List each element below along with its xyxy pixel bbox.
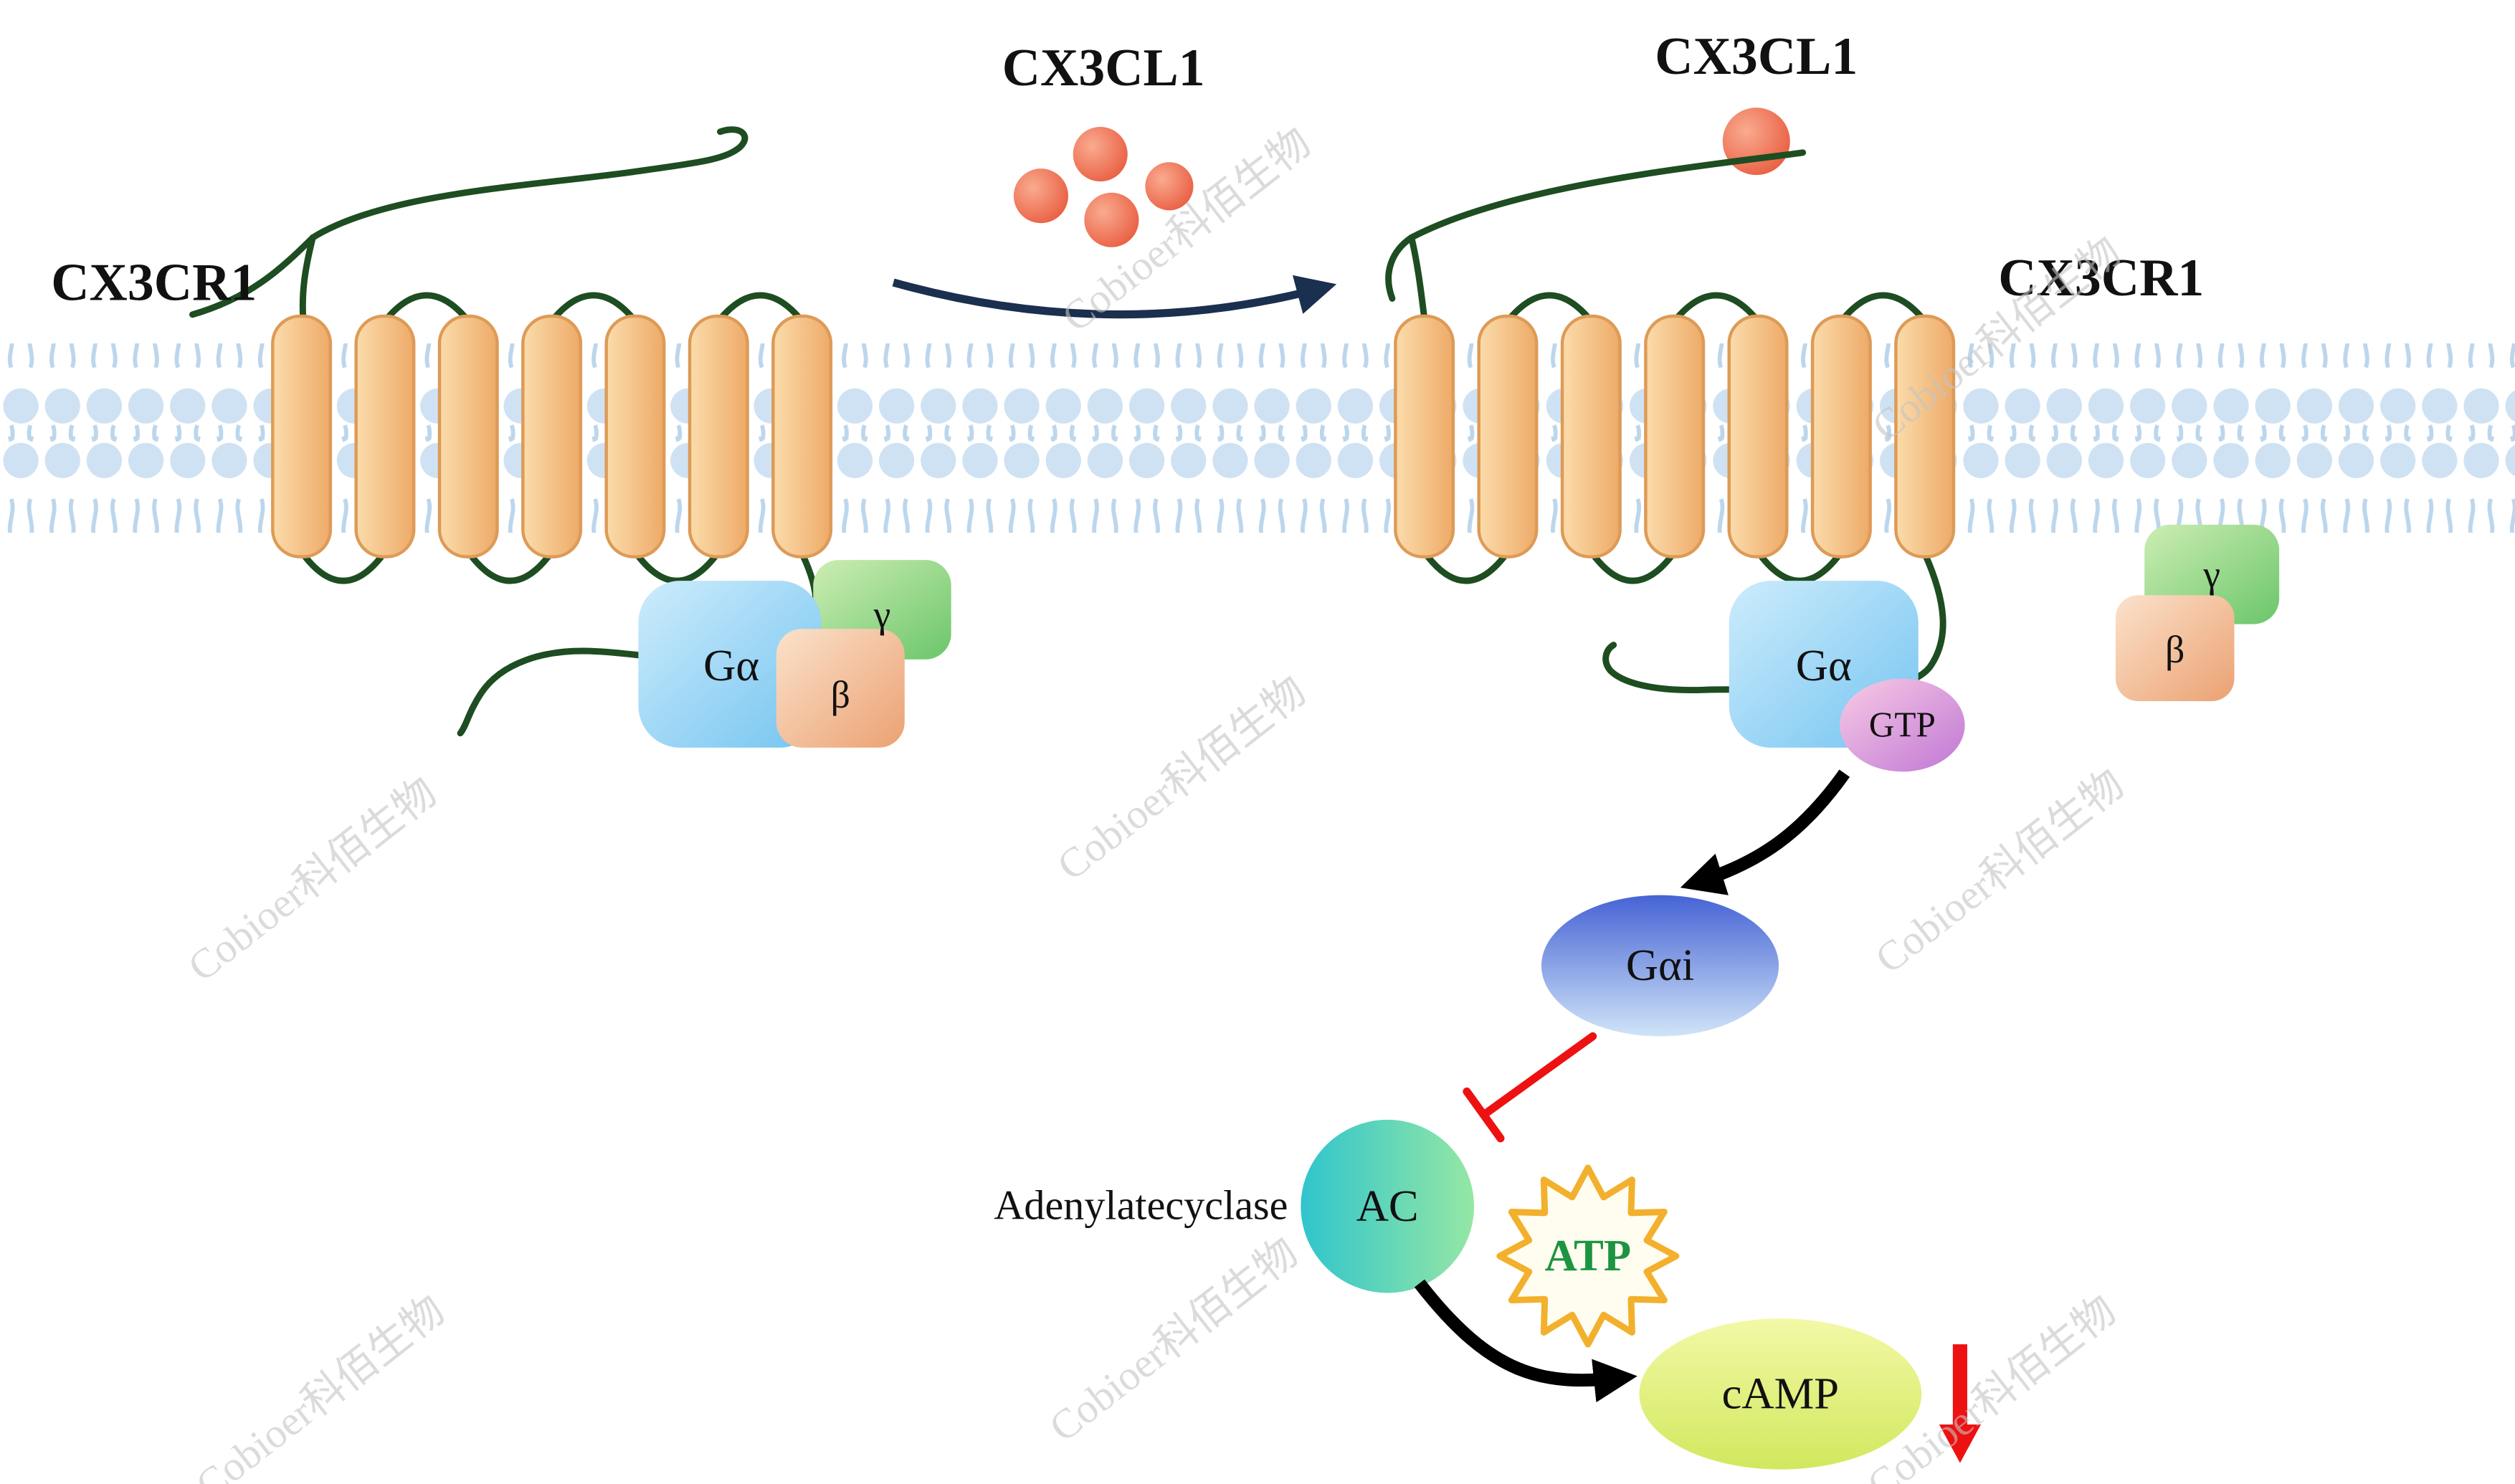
inhibition-bar — [1463, 1087, 1505, 1143]
bound-ligand-ball — [1722, 108, 1790, 176]
receptor-right-label: CX3CR1 — [1998, 248, 2204, 307]
extracellular-loop — [1671, 292, 1762, 325]
n-terminus-connector — [1408, 234, 1428, 321]
gai-ellipse — [1541, 895, 1779, 1037]
gtp-to-gai-arrow — [1680, 769, 1850, 895]
extracellular-loop — [1837, 292, 1929, 325]
inhibition-tbar — [1463, 1032, 1597, 1143]
extracellular-loop — [1504, 292, 1594, 325]
gai-label: Gαi — [1626, 940, 1694, 990]
ligand-ball — [1013, 168, 1069, 224]
beta-label-right: β — [2165, 628, 2184, 671]
intracellular-loop — [632, 548, 722, 584]
ac-node: AC Adenylatecyclase — [994, 1119, 1475, 1293]
extracellular-loop — [548, 292, 639, 325]
transmembrane-helix — [1810, 314, 1872, 558]
gamma-label-left: γ — [873, 593, 891, 636]
ac-label: AC — [1356, 1181, 1419, 1231]
camp-ellipse — [1639, 1318, 1922, 1470]
transmembrane-helix — [688, 314, 749, 558]
n-terminus-loop — [1385, 149, 1807, 302]
ac-to-camp-arrow — [1414, 1279, 1637, 1403]
camp-label: cAMP — [1722, 1369, 1840, 1419]
g-protein-right: Gα GTP — [1729, 581, 1965, 772]
receptor-right — [1385, 149, 1956, 695]
n-terminus-connector — [299, 234, 316, 323]
beta-gamma-dissociated: γ β — [2115, 524, 2280, 701]
ligand-ball — [1145, 162, 1194, 211]
red-arrow-head — [1939, 1424, 1981, 1463]
binding-arrow — [892, 275, 1337, 319]
transmembrane-helix — [437, 314, 499, 558]
adenylate-cyclase-label: Adenylatecyclase — [994, 1182, 1288, 1229]
camp-decrease-arrow — [1939, 1344, 1981, 1463]
intracellular-loop — [298, 548, 389, 584]
intracellular-loop — [1587, 548, 1678, 584]
watermark-text: Cobioer科佰生物 — [1867, 760, 2133, 982]
ligand-ball — [1084, 192, 1139, 247]
gai-node: Gαi — [1541, 895, 1779, 1037]
inhibition-line — [1479, 1032, 1597, 1119]
atp-star — [1496, 1164, 1680, 1348]
watermark-text: Cobioer科佰生物 — [1040, 1229, 1306, 1451]
g-alpha-subunit-left — [638, 581, 822, 748]
transmembrane-helix — [1560, 314, 1622, 558]
watermark-text: Cobioer科佰生物 — [187, 1286, 453, 1484]
gtp-label: GTP — [1869, 705, 1936, 744]
transmembrane-helix — [1894, 314, 1956, 558]
watermark-text: Cobioer科佰生物 — [1049, 667, 1315, 890]
ligand-cluster — [1013, 127, 1194, 247]
watermark-text: Cobioer科佰生物 — [179, 769, 445, 991]
receptor-left-helices — [271, 314, 833, 558]
beta-label-left: β — [831, 673, 850, 716]
intracellular-loop — [465, 548, 556, 584]
transmembrane-helix — [271, 314, 333, 558]
receptor-left — [189, 126, 833, 737]
atp-burst: ATP — [1496, 1164, 1680, 1348]
receptor-right-helices — [1394, 314, 1956, 558]
extracellular-loop — [715, 292, 806, 325]
intracellular-loop — [1421, 548, 1511, 584]
n-terminus-loop — [189, 126, 748, 318]
ac-circle — [1301, 1119, 1475, 1293]
receptor-left-label: CX3CR1 — [51, 253, 257, 312]
transmembrane-helix — [604, 314, 666, 558]
gamma-label-right: γ — [2202, 553, 2220, 596]
transmembrane-helix — [771, 314, 833, 558]
gtp-molecule — [1840, 678, 1965, 772]
transmembrane-helix — [1477, 314, 1539, 558]
g-alpha-label-right: Gα — [1796, 640, 1852, 690]
transmembrane-helix — [1394, 314, 1455, 558]
transmembrane-helix — [354, 314, 416, 558]
g-alpha-label-left: Gα — [703, 640, 759, 690]
membrane-top-leaflet — [0, 343, 2515, 440]
transmembrane-helix — [1727, 314, 1789, 558]
ligand-ball — [1073, 127, 1128, 182]
g-protein-left: γ Gα β — [638, 560, 951, 748]
beta-subunit-left — [776, 629, 905, 748]
ligand-right-label: CX3CL1 — [1655, 27, 1858, 85]
camp-node: cAMP — [1639, 1318, 1922, 1470]
transmembrane-helix — [521, 314, 583, 558]
beta-subunit-right — [2115, 595, 2235, 701]
ligand-top-label: CX3CL1 — [1002, 38, 1205, 97]
transmembrane-helix — [1644, 314, 1706, 558]
atp-label: ATP — [1545, 1230, 1632, 1280]
extracellular-loop — [381, 292, 472, 325]
membrane-bilayer — [0, 343, 2515, 533]
membrane-bottom-leaflet — [0, 436, 2515, 533]
receptor-left-loops — [189, 126, 819, 737]
